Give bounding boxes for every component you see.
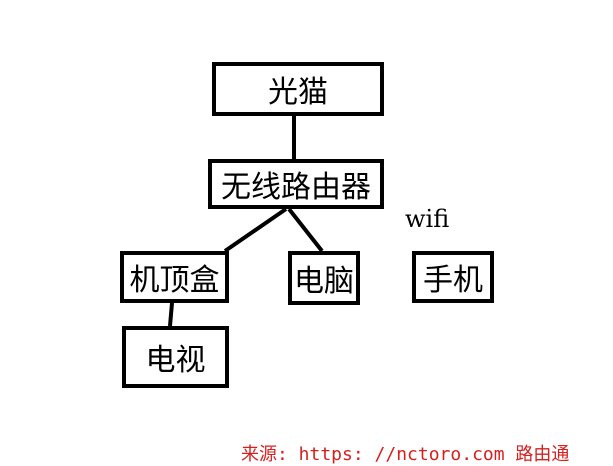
node-set-top-box: 机顶盒: [120, 251, 229, 303]
node-optical-modem: 光猫: [212, 62, 384, 116]
link-router-computer: [287, 207, 324, 253]
source-note: 来源: https: //nctoro.com 路由通: [241, 444, 570, 465]
node-phone-label: 手机: [423, 263, 483, 298]
link-settopbox-tv: [168, 302, 174, 327]
node-computer-label: 电脑: [294, 264, 354, 299]
node-phone: 手机: [412, 251, 494, 303]
link-router-settopbox: [223, 207, 288, 253]
node-set-top-box-label: 机顶盒: [129, 263, 220, 298]
node-optical-modem-label: 光猫: [268, 75, 328, 110]
node-computer: 电脑: [288, 251, 360, 305]
node-tv: 电视: [122, 326, 229, 388]
node-tv-label: 电视: [145, 343, 206, 378]
wifi-label: wifi: [405, 205, 450, 233]
node-wireless-router: 无线路由器: [208, 159, 384, 209]
node-wireless-router-label: 无线路由器: [221, 170, 371, 205]
